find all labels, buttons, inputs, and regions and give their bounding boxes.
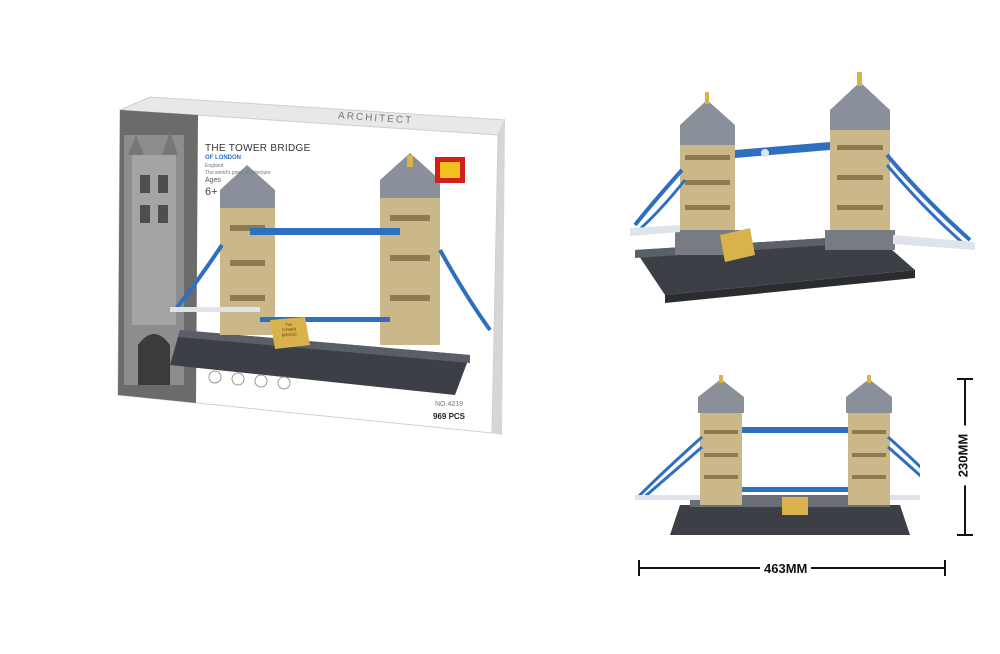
product-box-art [117, 96, 506, 435]
width-dimension-label: 463MM [760, 561, 812, 576]
box-tagline: The world's great architecture [205, 170, 271, 176]
product-box: THE TOWER BRIDGE OF LONDON England The w… [110, 95, 510, 440]
box-subtitle: OF LONDON [205, 155, 241, 161]
box-ages-label: Ages [205, 177, 221, 184]
model-front-view [630, 375, 920, 540]
box-country: England [205, 163, 224, 169]
model-angled-view [625, 70, 985, 310]
box-title: THE TOWER BRIDGE [205, 143, 311, 154]
box-piece-count: 969 PCS [433, 412, 466, 421]
height-dimension-label: 230MM [955, 425, 971, 486]
box-ages-value: 6+ [205, 186, 218, 198]
box-plaque: The TOWER BRIDGE [271, 321, 306, 339]
box-product-number: NO.4219 [435, 401, 464, 408]
